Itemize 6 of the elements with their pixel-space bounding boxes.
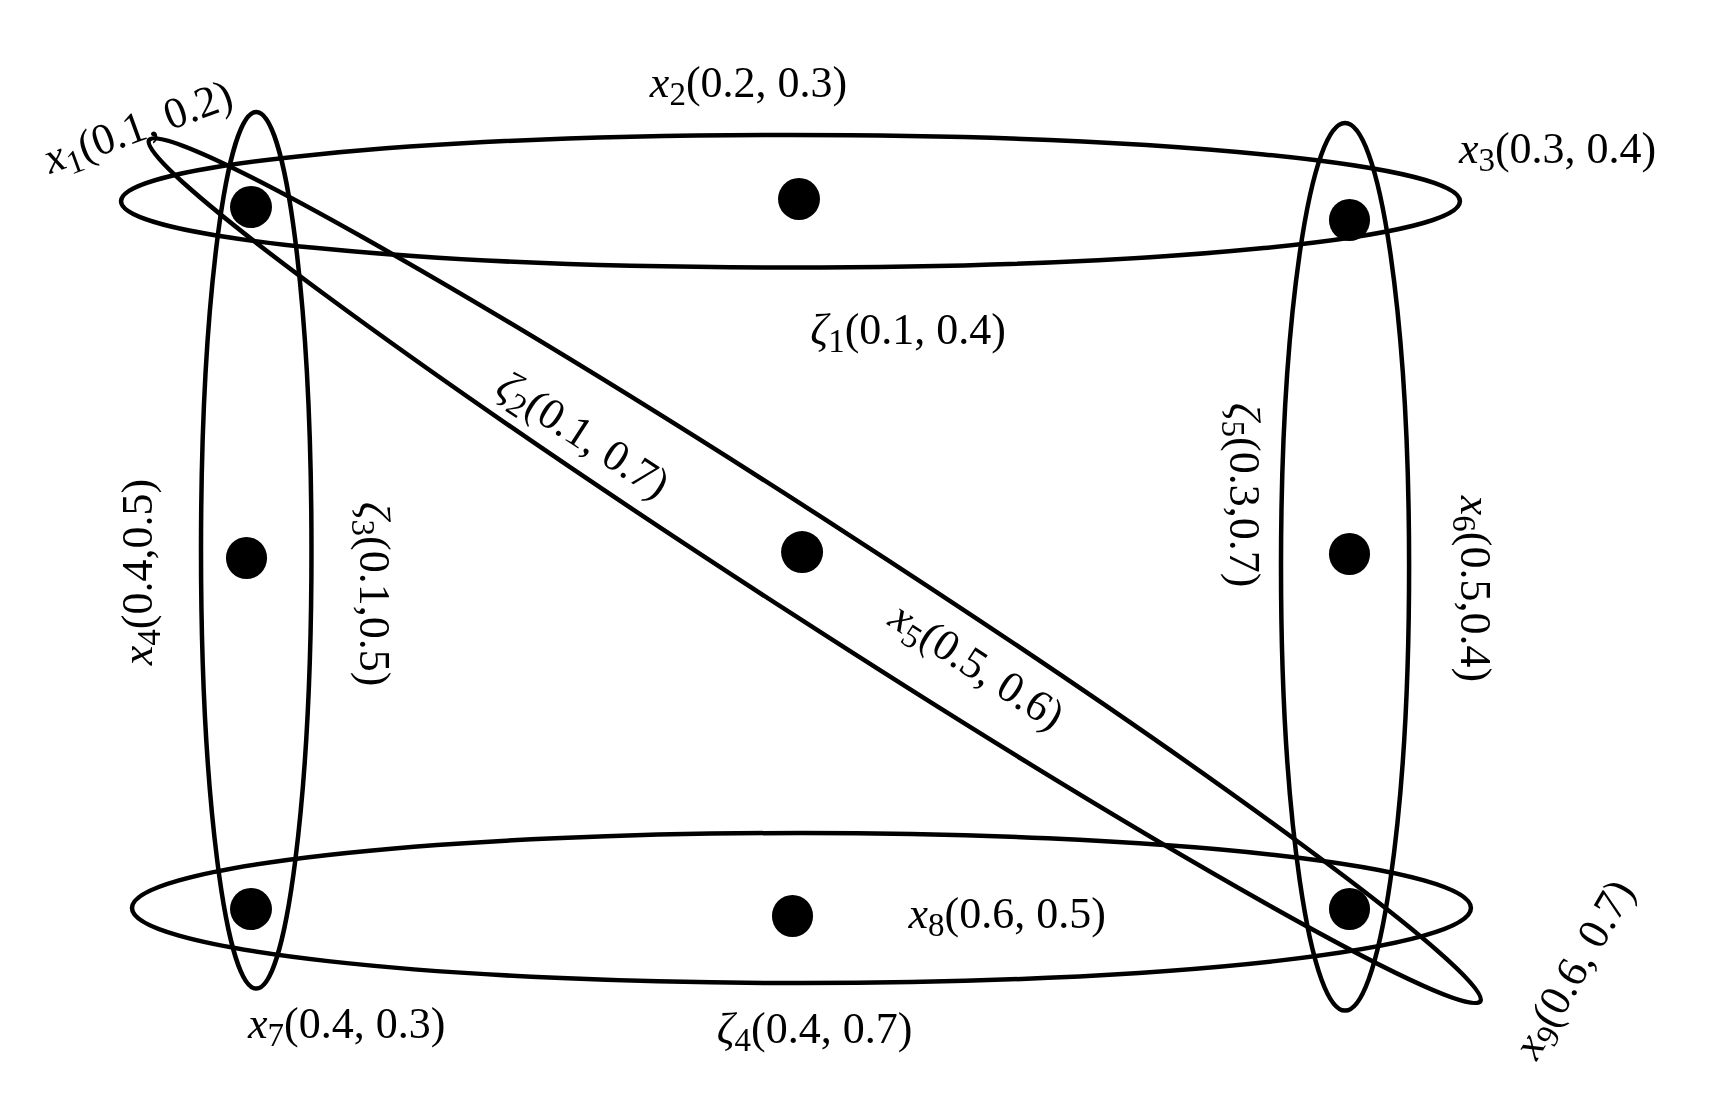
- math-label: ζ$_{4}$(0.4, 0.7): [716, 1007, 913, 1052]
- math-label: x$_{2}$(0.2, 0.3): [649, 60, 848, 105]
- math-label: x$_{8}$(0.6, 0.5): [908, 891, 1106, 936]
- math-label: ζ$_{1}$(0.1, 0.4): [810, 308, 1006, 353]
- math-label: x$_{3}$(0.3, 0.4): [1458, 126, 1657, 171]
- math-label: x$_{7}$(0.4, 0.3): [248, 1001, 446, 1046]
